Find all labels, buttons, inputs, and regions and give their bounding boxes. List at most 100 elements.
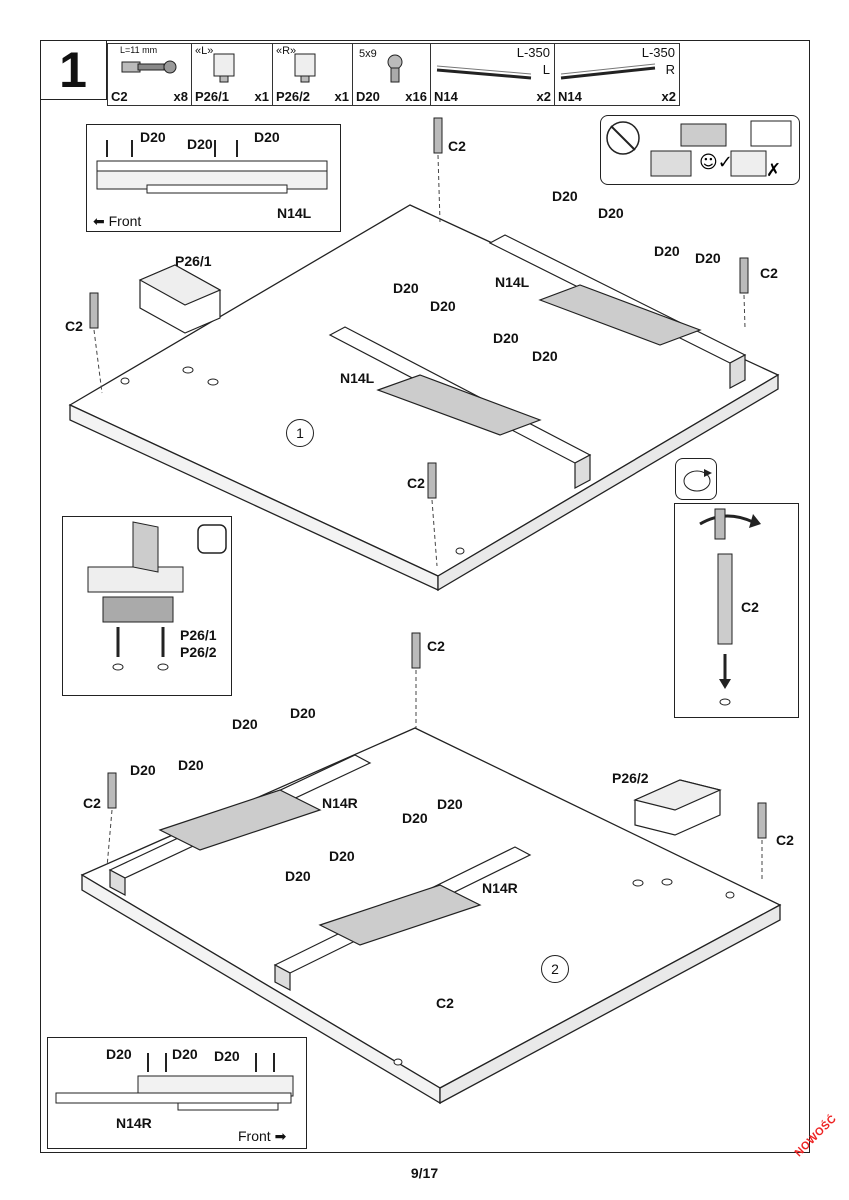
label-c2: C2 [407,475,425,491]
part-code: P26/2 [276,89,310,104]
part-qty: x8 [173,89,188,104]
inset-screwdriver-detail: C2 [674,503,799,718]
part-note: L=11 mm [120,45,158,55]
panel-number-1: 1 [286,419,314,447]
label-n14r: N14R [482,880,518,896]
label-d20: D20 [393,280,419,296]
part-n14-left: L-350 L N14 x2 [431,44,555,105]
panel-1-runner-b [488,234,747,389]
label-d20: D20 [552,188,578,204]
front-indicator: ⬅ Front [93,213,142,229]
label-d20: D20 [493,330,519,346]
cam-bolt-icon [121,60,177,74]
label-d20: D20 [232,716,258,732]
panel-number-2: 2 [541,955,569,983]
part-code: P26/1 [195,89,229,104]
label-d20: D20 [106,1046,132,1062]
part-code: N14 [558,89,582,104]
surface-warning-drawing: ☺✓ ✗ [606,120,792,181]
label-d20: D20 [437,796,463,812]
step-number: 1 [40,40,107,100]
part-c2: L=11 mm C2 x8 [108,44,192,105]
part-side: R [665,62,675,77]
label-d20: D20 [598,205,624,221]
label-c2: C2 [741,599,759,615]
label-d20: D20 [695,250,721,266]
front-label: Front [108,213,142,229]
front-indicator: Front ➡ [238,1128,287,1144]
inset-runner-left-detail: D20 D20 D20 N14L ⬅ Front [86,124,341,232]
label-d20: D20 [172,1046,198,1062]
part-qty: x2 [536,89,551,104]
drawer-bracket-left-icon [213,53,235,83]
label-d20: D20 [290,705,316,721]
hammer-detail-drawing [87,521,227,671]
label-p26-1: P26/1 [175,253,212,269]
rotate-icon [675,458,717,500]
label-n14r: N14R [116,1115,152,1131]
part-qty: x1 [254,89,269,104]
label-d20: D20 [430,298,456,314]
part-note: L-350 [641,45,675,60]
drawer-bracket-right-icon [294,53,316,83]
label-d20: D20 [178,757,204,773]
part-qty: x2 [661,89,676,104]
part-code: N14 [434,89,458,104]
label-d20: D20 [130,762,156,778]
part-n14-right: L-350 R N14 x2 [555,44,679,105]
part-note: «L» [195,45,214,57]
drawer-runner-left-icon [436,65,532,80]
part-note: «R» [276,45,297,57]
part-note: 5x9 [359,48,377,60]
p26-1-bracket [138,264,222,334]
parts-list: L=11 mm C2 x8 «L» P26/1 x1 «R» P26/2 x1 … [107,43,680,106]
inset-runner-right-detail: D20 D20 D20 N14R Front ➡ [47,1037,307,1149]
part-code: C2 [111,89,128,104]
part-note: L-350 [516,45,550,60]
label-d20: D20 [532,348,558,364]
part-p26-1: «L» P26/1 x1 [192,44,273,105]
part-qty: x16 [405,89,427,104]
runner-right-detail-drawing [55,1053,294,1111]
p26-2-bracket [633,779,722,836]
page-number: 9/17 [410,1165,439,1181]
svg-text:☺✓: ☺✓ [699,152,733,173]
part-side: L [542,62,550,77]
screwdriver-detail-drawing [699,508,761,706]
part-code: D20 [356,89,380,104]
label-n14l: N14L [495,274,530,290]
drawer-runner-right-icon [560,63,656,80]
panel-2-runner-a [108,754,372,896]
runner-left-detail-drawing [96,140,328,194]
page-frame [40,40,810,1153]
part-qty: x1 [334,89,349,104]
part-p26-2: «R» P26/2 x1 [273,44,353,105]
label-c2: C2 [448,138,466,154]
label-d20: D20 [402,810,428,826]
label-p26-1: P26/1 [180,627,217,643]
label-c2: C2 [83,795,101,811]
label-d20: D20 [214,1048,240,1064]
label-n14r: N14R [322,795,358,811]
label-c2: C2 [427,638,445,654]
front-label: Front [238,1128,271,1144]
rotate-icon-drawing [683,469,712,492]
label-n14l: N14L [340,370,375,386]
label-d20: D20 [329,848,355,864]
label-d20: D20 [187,136,213,152]
inset-hammer-detail: P26/1 P26/2 [62,516,232,696]
label-d20: D20 [140,129,166,145]
label-c2: C2 [760,265,778,281]
panel-2-runner-b [273,846,532,991]
screw-icon [387,54,403,83]
label-p26-2: P26/2 [612,770,649,786]
label-d20: D20 [254,129,280,145]
label-c2: C2 [776,832,794,848]
svg-text:✗: ✗ [766,160,781,181]
label-d20: D20 [285,868,311,884]
label-n14l: N14L [277,205,312,221]
label-c2: C2 [436,995,454,1011]
part-d20: 5x9 D20 x16 [353,44,431,105]
panel-1-runner-a [328,326,592,489]
